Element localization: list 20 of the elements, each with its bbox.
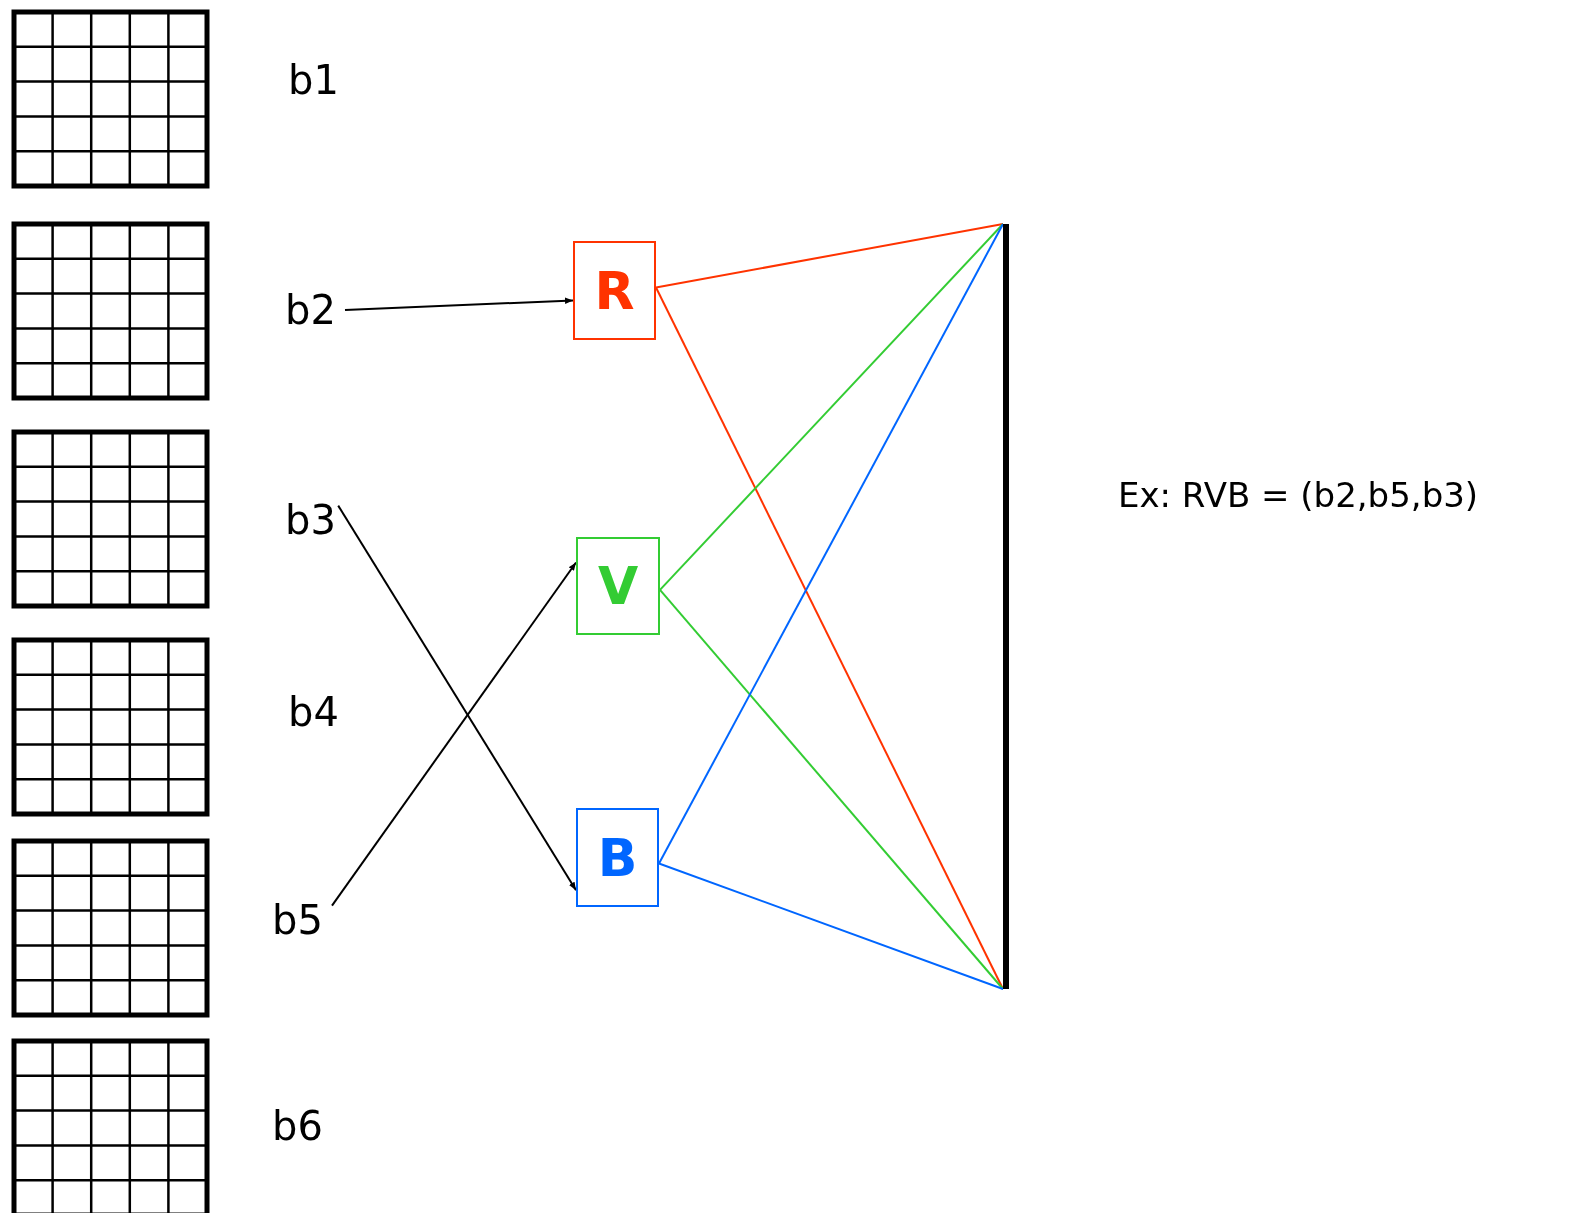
vertical-bar	[1003, 224, 1009, 989]
example-note: Ex: RVB = (b2,b5,b3)	[1118, 474, 1479, 517]
arrow	[344, 297, 574, 311]
band-label: b2	[285, 286, 345, 334]
connector-line	[659, 588, 1004, 990]
connector-line	[658, 862, 1004, 990]
arrow	[331, 561, 577, 907]
arrow	[337, 504, 577, 892]
connector-line	[659, 223, 1004, 591]
channel-box: V	[576, 537, 660, 635]
channel-box: R	[573, 241, 656, 340]
band-label: b3	[285, 496, 341, 544]
band-label: b6	[272, 1102, 323, 1150]
connector-line	[658, 223, 1004, 865]
connector-line	[655, 223, 1004, 289]
channel-box: B	[576, 808, 659, 907]
band-label: b4	[288, 688, 339, 736]
band-label: b5	[272, 896, 332, 944]
band-label: b1	[288, 56, 339, 104]
connector-line	[655, 286, 1004, 990]
